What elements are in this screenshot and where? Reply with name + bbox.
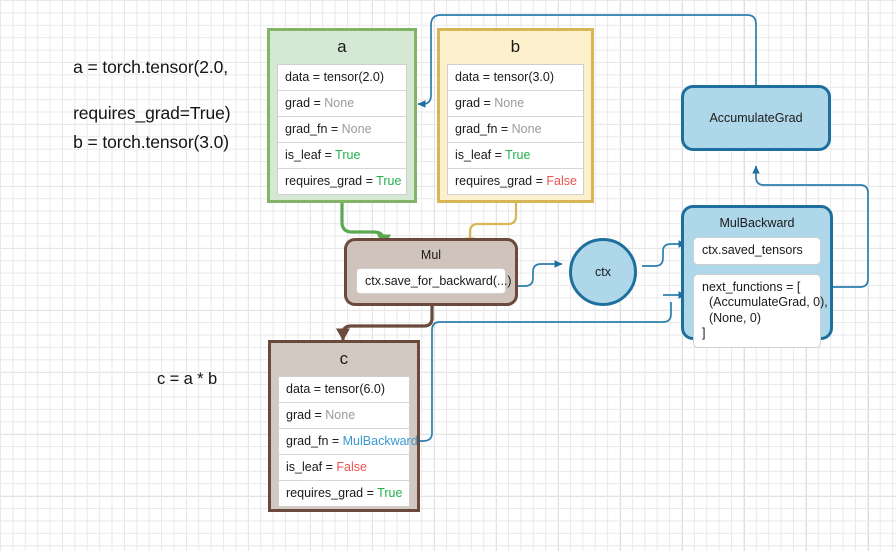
tensor-b-row-grad: grad = None (448, 91, 583, 117)
tensor-a-rows: data = tensor(2.0) grad = None grad_fn =… (277, 64, 407, 195)
node-accumulate-grad: AccumulateGrad (681, 85, 831, 151)
code-line-a2: requires_grad=True) (73, 103, 231, 123)
tensor-c-row-data: data = tensor(6.0) (279, 377, 409, 403)
code-label-c: c = a * b (139, 345, 217, 414)
row-value: None (511, 122, 542, 136)
row-value: tensor(3.0) (493, 70, 555, 84)
tensor-c-row-requires-grad: requires_grad = True (279, 481, 409, 506)
tensor-a-title: a (337, 37, 347, 56)
row-key: grad_fn = (455, 122, 512, 136)
row-key: data = (455, 70, 494, 84)
tensor-b-rows: data = tensor(3.0) grad = None grad_fn =… (447, 64, 584, 195)
tensor-a-row-grad: grad = None (278, 91, 406, 117)
row-key: grad = (286, 408, 326, 422)
tensor-b-row-is-leaf: is_leaf = True (448, 143, 583, 169)
accumulate-grad-label: AccumulateGrad (709, 111, 803, 125)
row-key: grad_fn = (286, 434, 343, 448)
mul-backward-next-functions-field: next_functions = [ (AccumulateGrad, 0), … (693, 273, 828, 348)
row-key: data = (285, 70, 324, 84)
node-mul-backward: MulBackward ctx.saved_tensors next_funct… (681, 205, 833, 348)
mul-title: Mul (420, 248, 442, 262)
edge-c-gradfn-to-mulbackward (410, 302, 672, 442)
row-value: None (341, 122, 372, 136)
row-key: is_leaf = (455, 148, 506, 162)
tensor-a-row-requires-grad: requires_grad = True (278, 169, 406, 194)
code-label-a: a = torch.tensor(2.0, requires_grad=True… (54, 33, 231, 148)
tensor-c-title: c (339, 349, 349, 368)
row-value: None (325, 408, 356, 422)
tensor-box-a: a data = tensor(2.0) grad = None grad_fn… (267, 28, 417, 203)
tensor-c-row-grad: grad = None (279, 403, 409, 429)
tensor-b-row-grad-fn: grad_fn = None (448, 117, 583, 143)
row-value: False (546, 174, 577, 188)
row-key: requires_grad = (286, 486, 378, 500)
row-key: data = (286, 382, 325, 396)
row-value: True (376, 174, 402, 188)
tensor-b-title: b (510, 37, 521, 56)
row-value: tensor(2.0) (323, 70, 385, 84)
tensor-a-row-data: data = tensor(2.0) (278, 65, 406, 91)
row-value: MulBackward (342, 434, 418, 448)
edge-ctx-to-saved-tensors (642, 240, 687, 267)
ctx-label: ctx (595, 265, 611, 279)
row-key: grad = (455, 96, 495, 110)
tensor-c-rows: data = tensor(6.0) grad = None grad_fn =… (278, 376, 418, 507)
code-line-b: b = torch.tensor(3.0) (73, 132, 230, 152)
tensor-box-b: b data = tensor(3.0) grad = None grad_fn… (437, 28, 594, 203)
tensor-a-row-is-leaf: is_leaf = True (278, 143, 406, 169)
row-value: None (494, 96, 525, 110)
row-value: tensor(6.0) (324, 382, 386, 396)
tensor-b-row-requires-grad: requires_grad = False (448, 169, 583, 194)
ctx-node: ctx (569, 238, 637, 306)
row-key: grad = (285, 96, 325, 110)
row-value: True (377, 486, 403, 500)
edge-mul-to-c (336, 305, 434, 341)
row-key: requires_grad = (455, 174, 547, 188)
code-label-b: b = torch.tensor(3.0) (54, 108, 229, 177)
mul-save-for-backward-field: ctx.save_for_backward(...) (356, 268, 512, 294)
row-key: is_leaf = (285, 148, 336, 162)
tensor-a-row-grad-fn: grad_fn = None (278, 117, 406, 143)
tensor-b-row-data: data = tensor(3.0) (448, 65, 583, 91)
row-value: None (324, 96, 355, 110)
op-node-mul: Mul ctx.save_for_backward(...) (344, 238, 518, 306)
row-key: requires_grad = (285, 174, 377, 188)
code-line-c: c = a * b (156, 370, 218, 388)
tensor-c-row-grad-fn: grad_fn = MulBackward (279, 429, 418, 455)
row-value: True (505, 148, 531, 162)
mul-backward-title: MulBackward (719, 216, 795, 230)
row-key: is_leaf = (286, 460, 337, 474)
row-value: True (335, 148, 361, 162)
tensor-c-row-is-leaf: is_leaf = False (279, 455, 409, 481)
code-line-a1: a = torch.tensor(2.0, (73, 57, 229, 77)
row-value: False (336, 460, 367, 474)
row-key: grad_fn = (285, 122, 342, 136)
mul-backward-saved-tensors-field: ctx.saved_tensors (693, 237, 821, 265)
tensor-box-c: c data = tensor(6.0) grad = None grad_fn… (268, 340, 420, 512)
